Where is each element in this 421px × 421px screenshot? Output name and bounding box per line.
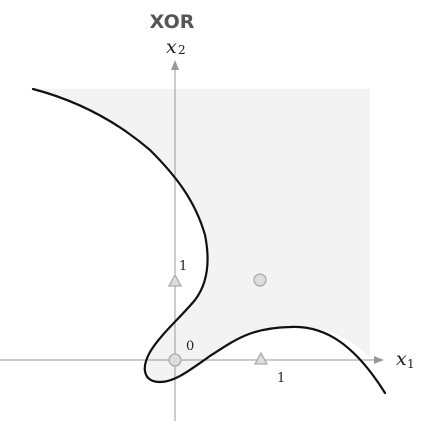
point-circle-0-0 bbox=[168, 353, 182, 367]
shaded-region bbox=[33, 89, 370, 382]
origin-label: 0 bbox=[186, 339, 194, 354]
y-axis-sub: 2 bbox=[178, 43, 186, 57]
x-tick-1: 1 bbox=[277, 371, 285, 386]
decision-boundary bbox=[31, 87, 387, 395]
x-axis-arrow-icon bbox=[374, 356, 384, 364]
x-axis-sub: 1 bbox=[407, 357, 415, 371]
y-axis-var: x bbox=[166, 36, 177, 58]
point-circle-1-1 bbox=[253, 273, 267, 287]
y-axis-arrow-icon bbox=[171, 60, 179, 70]
y-tick-1: 1 bbox=[179, 259, 187, 274]
point-triangle-0-1 bbox=[167, 273, 183, 287]
point-triangle-1-0 bbox=[253, 351, 269, 365]
diagram-title: XOR bbox=[150, 11, 195, 33]
x-axis-var: x bbox=[396, 348, 407, 370]
